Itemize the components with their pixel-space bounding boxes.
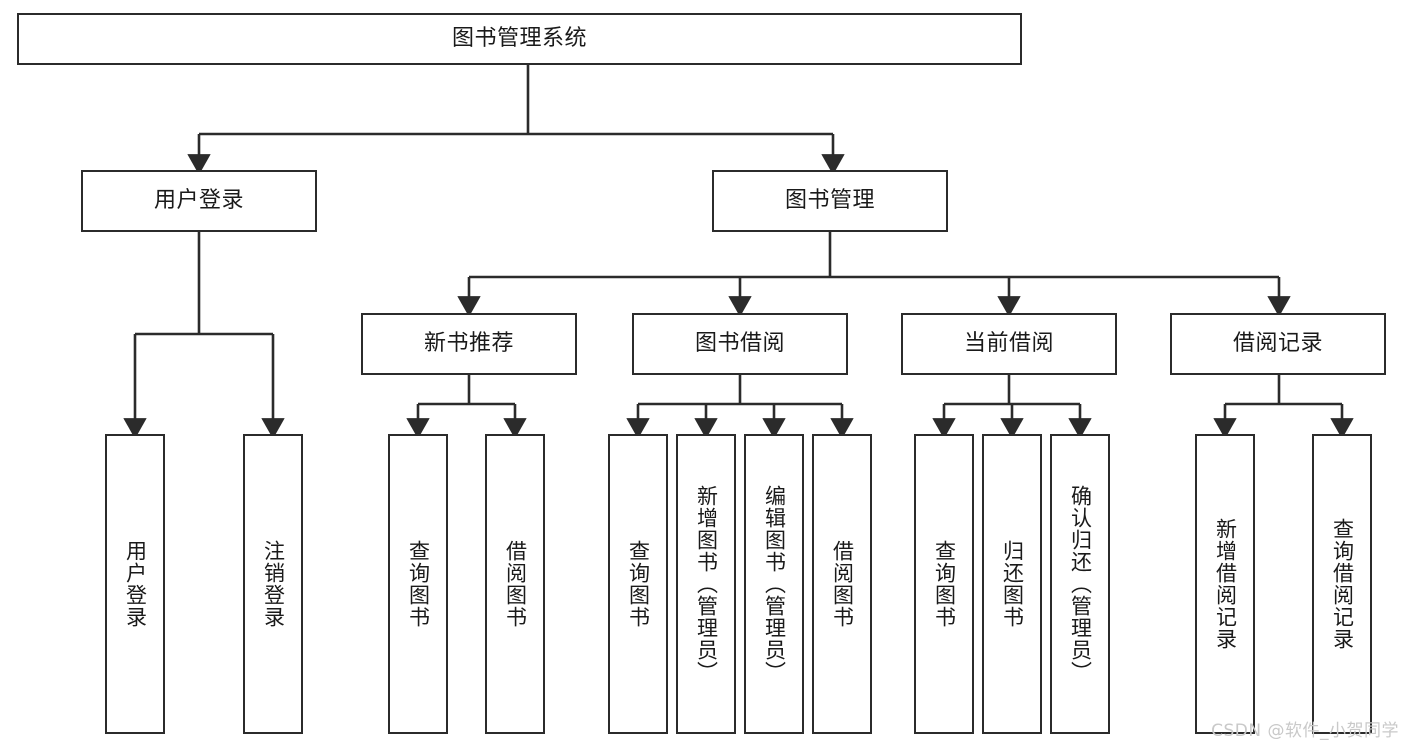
node-label: 新增借阅记录 bbox=[1213, 518, 1238, 650]
leaf-new-book-query-book[interactable]: 查询图书 bbox=[388, 434, 448, 734]
node-new-book-recommend[interactable]: 新书推荐 bbox=[361, 313, 577, 375]
leaf-borrow-record-query-record[interactable]: 查询借阅记录 bbox=[1312, 434, 1372, 734]
leaf-current-borrow-return-book[interactable]: 归还图书 bbox=[982, 434, 1042, 734]
node-label: 查询借阅记录 bbox=[1330, 518, 1355, 650]
node-user-login[interactable]: 用户登录 bbox=[81, 170, 317, 232]
node-book-borrow[interactable]: 图书借阅 bbox=[632, 313, 848, 375]
node-label: 编辑图书（管理员） bbox=[762, 485, 787, 683]
leaf-borrow-record-add-record[interactable]: 新增借阅记录 bbox=[1195, 434, 1255, 734]
node-current-borrow[interactable]: 当前借阅 bbox=[901, 313, 1117, 375]
node-label: 新增图书（管理员） bbox=[694, 485, 719, 683]
leaf-user-login-logout[interactable]: 注销登录 bbox=[243, 434, 303, 734]
node-label: 借阅图书 bbox=[830, 540, 855, 628]
leaf-book-borrow-query-book[interactable]: 查询图书 bbox=[608, 434, 668, 734]
node-label: 查询图书 bbox=[626, 540, 651, 628]
node-label: 新书推荐 bbox=[423, 331, 514, 357]
node-label: 借阅记录 bbox=[1232, 331, 1323, 357]
node-root-book-management-system[interactable]: 图书管理系统 bbox=[17, 13, 1022, 65]
csdn-watermark: CSDN @软件_小贺同学 bbox=[1211, 721, 1399, 741]
node-label: 查询图书 bbox=[406, 540, 431, 628]
node-label: 确认归还（管理员） bbox=[1068, 485, 1093, 683]
node-label: 用户登录 bbox=[123, 540, 148, 628]
leaf-book-borrow-borrow-book[interactable]: 借阅图书 bbox=[812, 434, 872, 734]
node-label: 当前借阅 bbox=[963, 331, 1054, 357]
node-label: 图书管理 bbox=[784, 188, 875, 214]
leaf-current-borrow-confirm-return-admin[interactable]: 确认归还（管理员） bbox=[1050, 434, 1110, 734]
node-label: 借阅图书 bbox=[503, 540, 528, 628]
leaf-current-borrow-query-book[interactable]: 查询图书 bbox=[914, 434, 974, 734]
node-label: 用户登录 bbox=[153, 188, 244, 214]
leaf-user-login-login[interactable]: 用户登录 bbox=[105, 434, 165, 734]
leaf-book-borrow-edit-book-admin[interactable]: 编辑图书（管理员） bbox=[744, 434, 804, 734]
node-label: 注销登录 bbox=[261, 540, 286, 628]
leaf-new-book-borrow-book[interactable]: 借阅图书 bbox=[485, 434, 545, 734]
node-label: 归还图书 bbox=[1000, 540, 1025, 628]
node-label: 图书借阅 bbox=[694, 331, 785, 357]
node-book-management[interactable]: 图书管理 bbox=[712, 170, 948, 232]
node-borrow-record[interactable]: 借阅记录 bbox=[1170, 313, 1386, 375]
node-label: 查询图书 bbox=[932, 540, 957, 628]
node-label: 图书管理系统 bbox=[451, 26, 587, 52]
leaf-book-borrow-add-book-admin[interactable]: 新增图书（管理员） bbox=[676, 434, 736, 734]
